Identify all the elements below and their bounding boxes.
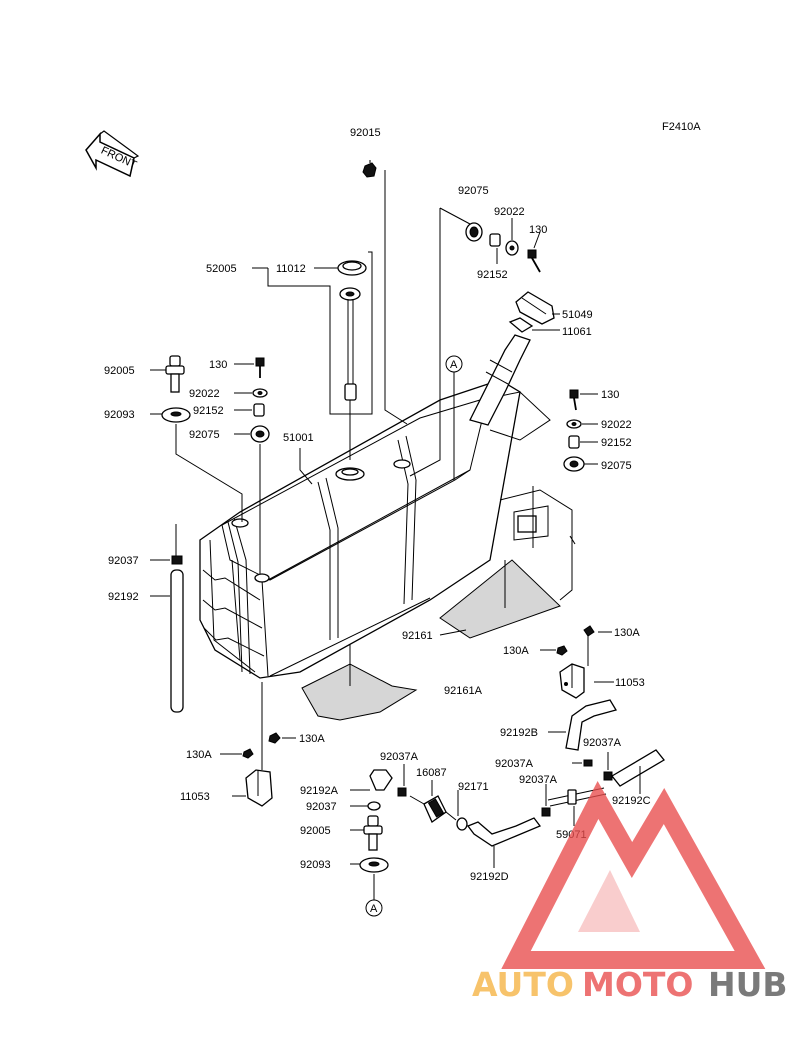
- fuel-gauge-sender: [339, 287, 361, 460]
- svg-text:A: A: [450, 359, 458, 371]
- gasket-11012: [337, 260, 367, 276]
- label-92152-top: 92152: [477, 269, 508, 281]
- label-130A-l1: 130A: [299, 733, 325, 745]
- label-11053-left: 11053: [180, 791, 210, 803]
- gasket-11061: [508, 317, 560, 333]
- fuel-gauge-bracket-52005: [252, 251, 373, 415]
- label-51049: 51049: [562, 309, 593, 321]
- watermark-moto: MOTO: [582, 965, 693, 1004]
- label-11061: 11061: [562, 326, 592, 338]
- grommet-92093-left: [150, 407, 243, 522]
- label-92022-top: 92022: [494, 206, 525, 218]
- hose-92192B: [548, 699, 617, 751]
- label-92152-right: 92152: [601, 437, 632, 449]
- frame-bracket-right: [499, 486, 576, 601]
- label-92037A-1: 92037A: [380, 751, 419, 763]
- grommet-92075-left: [234, 425, 270, 574]
- marker-A-bottom: A: [365, 899, 383, 917]
- label-52005: 52005: [206, 263, 237, 275]
- label-130-left: 130: [209, 359, 227, 371]
- fuel-filter-16087: [409, 780, 457, 823]
- watermark-auto: AUTO: [472, 965, 574, 1004]
- hose-92192-left: [150, 569, 184, 713]
- label-92037-left: 92037: [108, 555, 139, 567]
- label-92037A-4: 92037A: [519, 774, 558, 786]
- washer-92022-right: [566, 419, 598, 429]
- bolt-130-right: [569, 389, 598, 411]
- bolt-130A-r2: [540, 645, 568, 656]
- label-130A-r1: 130A: [614, 627, 640, 639]
- collar-92152-left: [234, 403, 265, 417]
- label-92192: 92192: [108, 591, 139, 603]
- label-92022-right: 92022: [601, 419, 632, 431]
- washer-92022-top: [505, 218, 519, 256]
- label-51001: 51001: [283, 432, 314, 444]
- figure-code: F2410A: [662, 121, 701, 133]
- label-92192C: 92192C: [612, 795, 651, 807]
- bracket-11053-left: [220, 682, 296, 807]
- svg-text:A: A: [370, 903, 378, 915]
- label-92192B: 92192B: [500, 727, 538, 739]
- hose-92192C: [611, 749, 665, 794]
- marker-A-top: A: [445, 355, 463, 480]
- label-11012: 11012: [276, 263, 306, 275]
- label-92192A: 92192A: [300, 785, 339, 797]
- label-130-right: 130: [601, 389, 619, 401]
- hose-92192A: [350, 769, 393, 791]
- clamp-92037A-right2: [603, 752, 613, 781]
- label-92075-left: 92075: [189, 429, 220, 441]
- label-92152-left: 92152: [193, 405, 224, 417]
- clamp-92171: [456, 790, 468, 831]
- label-92015: 92015: [350, 127, 381, 139]
- watermark-hub: HUB: [708, 965, 788, 1004]
- label-92161: 92161: [402, 630, 433, 642]
- front-arrow-icon: FRONT: [85, 130, 140, 178]
- label-92075-right: 92075: [601, 460, 632, 472]
- label-92037A-2: 92037A: [495, 758, 534, 770]
- hose-92192D: [466, 817, 542, 868]
- label-16087: 16087: [416, 767, 447, 779]
- label-130A-r2: 130A: [503, 645, 529, 657]
- fuel-cap-51049: [515, 291, 560, 325]
- label-92022-left: 92022: [189, 388, 220, 400]
- grommet-92075-top: [409, 207, 483, 477]
- damper-92005-bottom: [350, 815, 383, 851]
- label-92075-top: 92075: [458, 185, 489, 197]
- label-130-top: 130: [529, 224, 547, 236]
- label-92005-left: 92005: [104, 365, 135, 377]
- clamp-92037A-right1: [572, 759, 593, 767]
- bolt-130-left: [234, 357, 265, 378]
- clamp-92037A-mid: [541, 784, 551, 817]
- damper-92005-left: [150, 355, 185, 393]
- bolt-130-top: [527, 231, 541, 273]
- bracket-11053-right: [559, 625, 595, 699]
- label-92161A: 92161A: [444, 685, 483, 697]
- clamp-92037-bottom: [350, 801, 381, 811]
- label-130A-l2: 130A: [186, 749, 212, 761]
- label-92192D: 92192D: [470, 871, 509, 883]
- label-92037A-3: 92037A: [583, 737, 622, 749]
- grommet-92075-right: [563, 456, 598, 472]
- nut-92015: [362, 160, 408, 425]
- grommet-92093-bottom: [350, 857, 389, 900]
- automotohub-watermark-logo: AUTO MOTO HUB: [472, 781, 788, 1004]
- label-92093-left: 92093: [104, 409, 135, 421]
- label-92171: 92171: [458, 781, 489, 793]
- label-92093-bottom: 92093: [300, 859, 331, 871]
- collar-92152-right: [568, 435, 598, 449]
- collar-92152-top: [489, 233, 501, 264]
- heat-insulator-92161A: [301, 644, 418, 721]
- label-92005-bottom: 92005: [300, 825, 331, 837]
- label-92037-bottom: 92037: [306, 801, 337, 813]
- clamp-92037A-left: [397, 764, 407, 797]
- washer-92022-left: [234, 388, 268, 398]
- clamp-92037-left: [150, 524, 183, 565]
- label-11053-right: 11053: [615, 677, 645, 689]
